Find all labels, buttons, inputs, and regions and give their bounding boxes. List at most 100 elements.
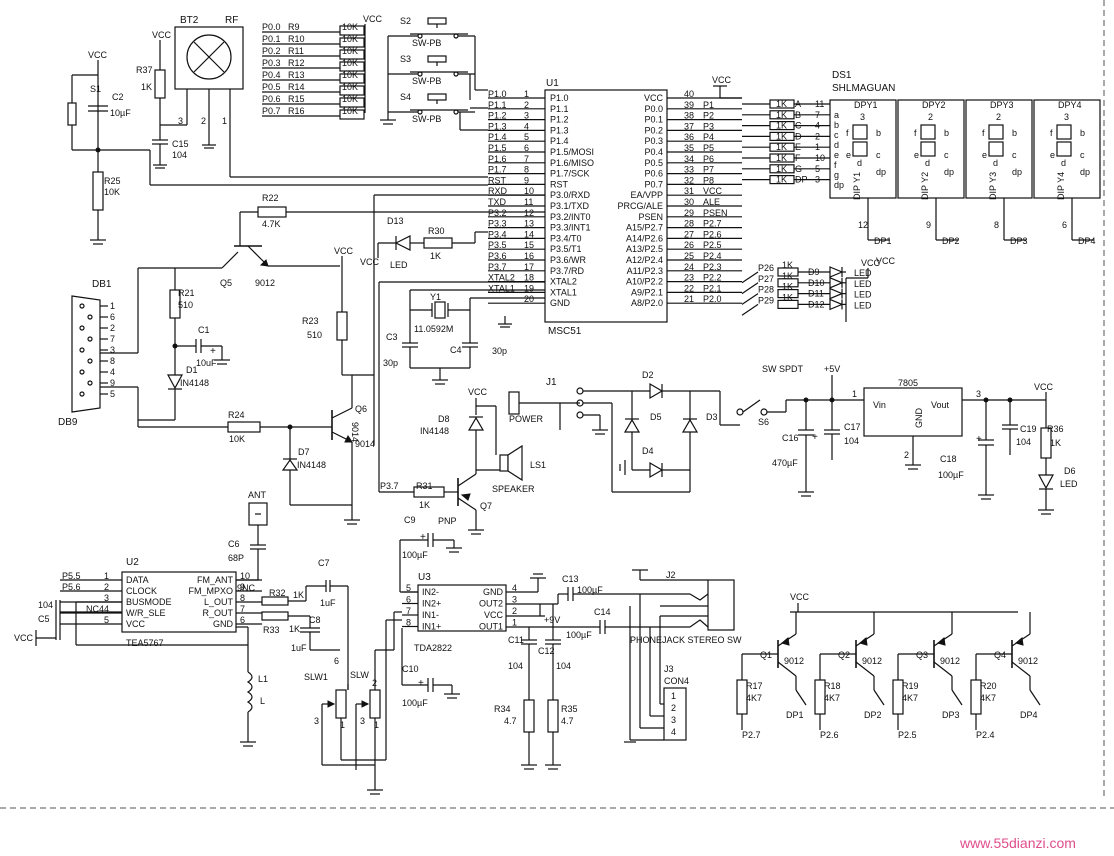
digit-dip: DIP Y3 (988, 172, 998, 200)
c5-value: 104 (38, 600, 53, 610)
driver-r-value: 4K7 (980, 693, 996, 703)
mcu-left-net: P1.3 (488, 121, 507, 131)
c17-value: 104 (844, 436, 859, 446)
driver-part: 9012 (784, 656, 804, 666)
led-res-value: 1K (782, 271, 793, 281)
mcu-left-net: P1.6 (488, 154, 507, 164)
driver-collector (1011, 661, 1031, 677)
ds1-seg-letter: f (834, 160, 837, 170)
led-res-value: 1K (782, 292, 793, 302)
driver-out-wire (951, 689, 963, 706)
u3-left-name: IN1- (422, 610, 439, 620)
c8-pin: 6 (334, 656, 339, 666)
driver-r-value: 4K7 (902, 693, 918, 703)
mcu-right-net: ALE (703, 197, 720, 207)
digit-pin: 12 (858, 220, 868, 230)
bt2-pin3: 3 (178, 116, 183, 126)
page-border (0, 0, 1114, 809)
mcu-left-pin-num: 14 (524, 229, 534, 239)
d2-ref: D2 (642, 370, 654, 380)
driver-q-ref: Q2 (838, 650, 850, 660)
array-resistor (339, 109, 365, 120)
mcu-right-pin-num: 24 (684, 262, 694, 272)
driver-collector (855, 661, 875, 677)
mcu-right-net: P2.0 (703, 294, 722, 304)
array-net: P0.3 (262, 58, 281, 68)
switch-type: SW-PB (412, 38, 441, 48)
digit-num: 3 (860, 112, 865, 122)
mcu-left-net: RST (488, 175, 507, 185)
mcu-right-pin-num: 26 (684, 240, 694, 250)
c19-ref: C19 (1020, 424, 1037, 434)
mcu-right-pin-num: 32 (684, 175, 694, 185)
led-symbol (829, 287, 844, 300)
slw-pin-c: 3 (360, 716, 365, 726)
mcu-right-net: P2.1 (703, 283, 722, 293)
r33-value: 1K (289, 624, 300, 634)
seg-d: d (925, 158, 930, 168)
q7-type: PNP (438, 516, 457, 526)
db9-pin-dot (79, 347, 85, 353)
mcu-right-pin-num: 21 (684, 294, 694, 304)
ds1-seg-letter: e (834, 150, 839, 160)
u2-left-name: CLOCK (126, 586, 157, 596)
c11-value: 104 (508, 661, 523, 671)
r22-value: 4.7K (262, 219, 281, 229)
u3-right-num: 1 (512, 618, 517, 628)
c3-value: 30p (383, 358, 398, 368)
array-net: P0.6 (262, 94, 281, 104)
mcu-right-net: VCC (703, 186, 723, 196)
mcu-left-pin-name: XTAL1 (550, 287, 577, 297)
u3-ref: U3 (418, 572, 431, 583)
r23-ref: R23 (302, 316, 319, 326)
mcu-left-net: P1.2 (488, 111, 507, 121)
led-net: P29 (758, 295, 774, 305)
seg-f: f (846, 128, 849, 138)
r32-ref: R32 (269, 588, 286, 598)
ledbank-vcc-2: VCC (876, 256, 896, 266)
mcu-left-pin-name: P1.1 (550, 104, 569, 114)
u2-right-num: 10 (240, 571, 250, 581)
d8-ref: D8 (438, 414, 450, 424)
slw-pin-a: 3 (314, 716, 319, 726)
mcu-left-net: P1.0 (488, 89, 507, 99)
mcu-left-pin-num: 20 (524, 294, 534, 304)
driver-out-wire (1029, 689, 1041, 706)
mcu-right-pin-num: 35 (684, 143, 694, 153)
r31-value: 1K (419, 500, 430, 510)
q6-vcc: VCC (334, 246, 354, 256)
con4-pin: 1 (671, 691, 676, 701)
reg-7805-ref: 7805 (898, 378, 918, 388)
array-resistor (339, 85, 365, 96)
mcu-left-pin-num: 8 (524, 165, 529, 175)
u3-right-name: OUT2 (479, 599, 503, 609)
mcu-left-pin-name: XTAL2 (550, 277, 577, 287)
array-value: 10K (342, 58, 358, 68)
mcu-right-net: P6 (703, 154, 714, 164)
mcu-right-pin-name: P0.0 (644, 104, 663, 114)
array-value: 10K (342, 82, 358, 92)
r33-ref: R33 (263, 625, 280, 635)
digit-pin: 6 (1062, 220, 1067, 230)
r24-ref: R24 (228, 410, 245, 420)
mcu-right-net: P4 (703, 132, 714, 142)
reg-out-vcc: VCC (1034, 382, 1054, 392)
seg-b: b (944, 128, 949, 138)
d6-ref: D6 (1064, 466, 1076, 476)
led-ref: D9 (808, 267, 820, 277)
mcu-right-net: P2 (703, 111, 714, 121)
u3-right-name: GND (483, 587, 504, 597)
l1-l: L (260, 696, 265, 706)
db9-pin-dot (79, 325, 85, 331)
array-vcc: VCC (363, 14, 383, 24)
u3-left-name: IN2+ (422, 599, 441, 609)
display-digit (965, 99, 1033, 199)
mcu-left-pin-name: P1.7/SCK (550, 169, 590, 179)
con4-pin: 4 (671, 727, 676, 737)
u3-left-num: 7 (406, 606, 411, 616)
display-digit (897, 99, 965, 199)
segment-bottom (852, 141, 868, 157)
